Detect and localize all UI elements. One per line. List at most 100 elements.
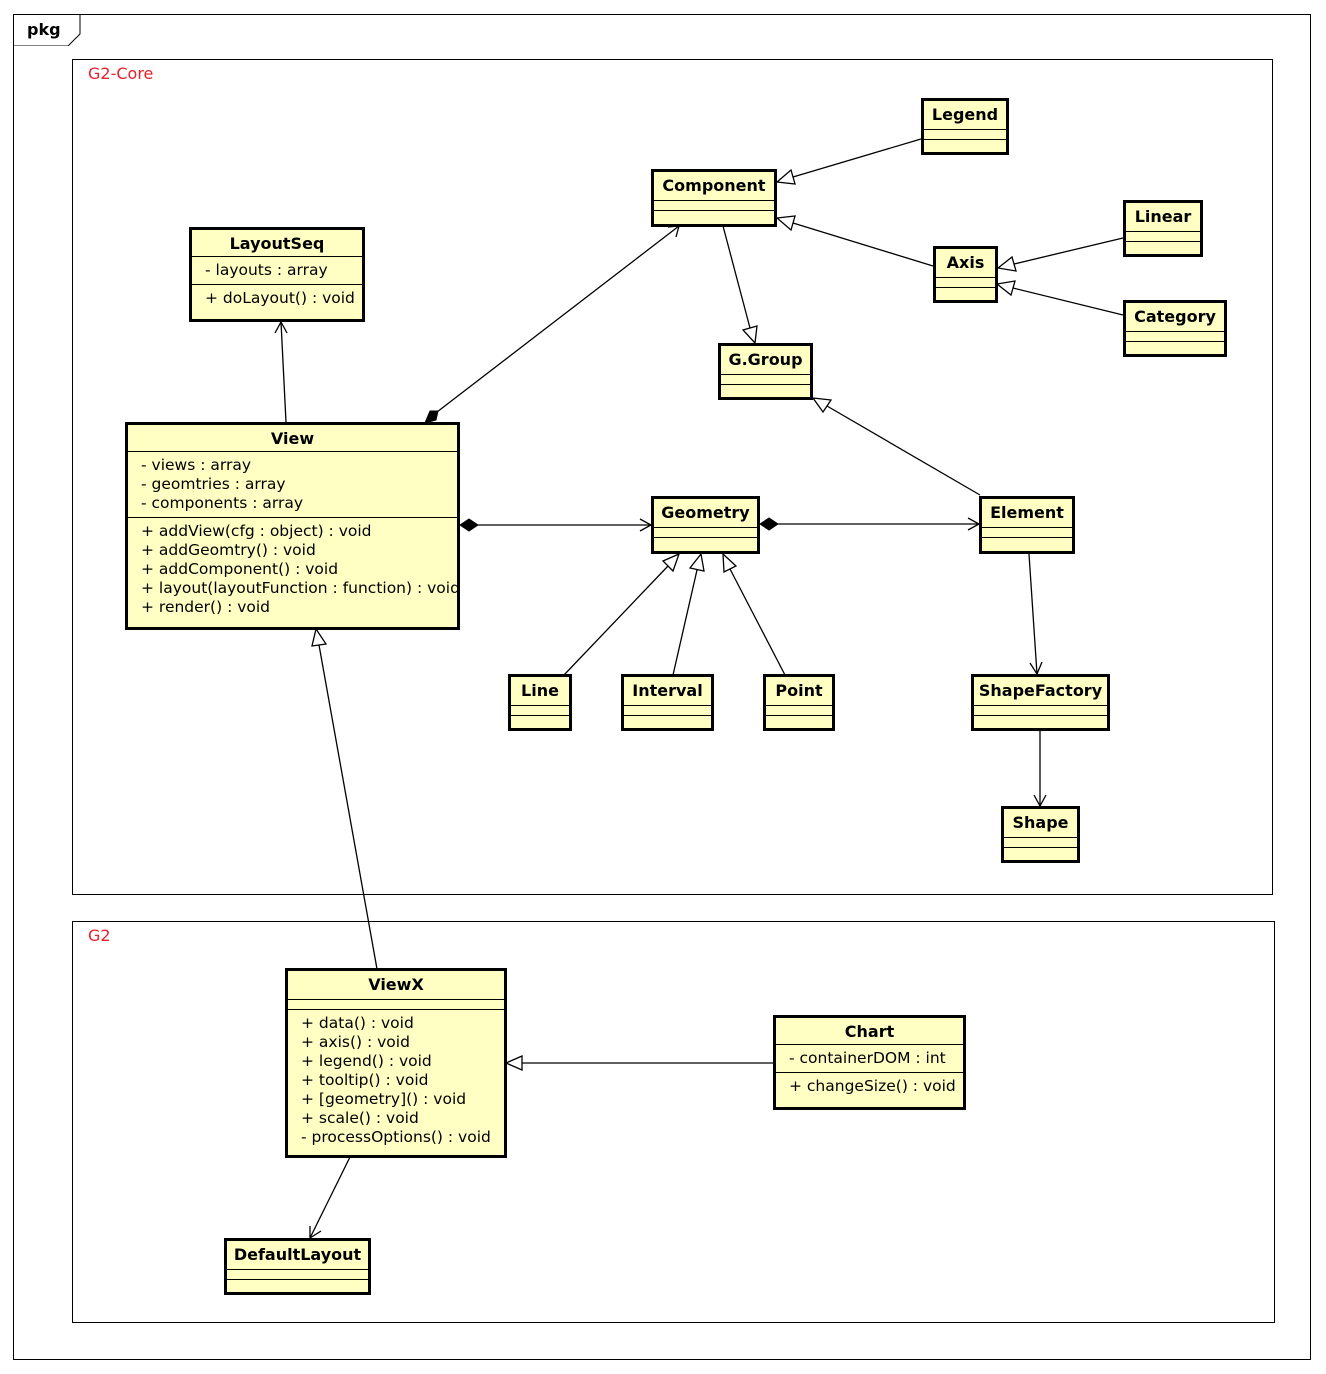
association-view-layoutseq[interactable] (274, 320, 288, 423)
operation-tooltip: + tooltip() : void (301, 1071, 429, 1089)
generalization-category-axis[interactable] (995, 280, 1124, 316)
attributes-compartment: - containerDOM : int (776, 1044, 963, 1072)
class-view[interactable]: View - views : array - geomtries : array… (125, 422, 460, 630)
operations-compartment (1126, 341, 1224, 351)
diagram-frame (13, 14, 1311, 1360)
operations-compartment (511, 715, 569, 725)
composition-geometry-element[interactable] (759, 517, 981, 531)
class-viewx[interactable]: ViewX + data() : void + axis() : void + … (285, 968, 507, 1158)
class-component[interactable]: Component (651, 169, 777, 227)
operations-compartment: + addView(cfg : object) : void + addGeom… (128, 517, 460, 621)
class-name: ViewX (368, 975, 424, 994)
association-element-shapefactory[interactable] (1028, 553, 1043, 676)
class-geometry[interactable]: Geometry (651, 496, 760, 554)
attribute-views: - views : array (141, 456, 252, 474)
attributes-compartment: - layouts : array (192, 256, 362, 284)
operation-dolayout: + doLayout() : void (205, 289, 355, 307)
attributes-compartment (288, 999, 504, 1009)
operations-compartment: + changeSize() : void (776, 1072, 963, 1100)
generalization-element-ggroup[interactable] (811, 397, 981, 496)
attributes-compartment (1004, 837, 1077, 847)
class-name: Linear (1134, 207, 1192, 226)
class-name: View (270, 429, 315, 448)
class-name: G.Group (728, 350, 803, 369)
generalization-chart-viewx[interactable] (504, 1055, 773, 1071)
class-name: LayoutSeq (229, 234, 325, 253)
operation-scale: + scale() : void (301, 1109, 419, 1127)
generalization-interval-geometry[interactable] (672, 552, 705, 676)
operation-render: + render() : void (141, 598, 271, 616)
class-line[interactable]: Line (508, 674, 572, 731)
class-interval[interactable]: Interval (621, 674, 714, 731)
generalization-linear-axis[interactable] (996, 237, 1124, 272)
class-name: Legend (931, 105, 999, 124)
operations-compartment (227, 1279, 368, 1289)
class-element[interactable]: Element (979, 496, 1075, 554)
class-name: Element (990, 503, 1064, 522)
composition-view-component[interactable] (424, 225, 680, 424)
class-shape[interactable]: Shape (1001, 806, 1080, 863)
operations-compartment (1126, 241, 1200, 251)
class-layoutseq[interactable]: LayoutSeq - layouts : array + doLayout()… (189, 227, 365, 322)
class-name: Shape (1012, 813, 1069, 832)
operation-addcomponent: + addComponent() : void (141, 560, 339, 578)
attributes-compartment (227, 1269, 368, 1279)
class-ggroup[interactable]: G.Group (718, 343, 813, 400)
attributes-compartment (624, 705, 711, 715)
attributes-compartment (511, 705, 569, 715)
class-name: Component (662, 176, 766, 195)
attributes-compartment (924, 129, 1006, 139)
attributes-compartment (982, 527, 1072, 537)
association-viewx-defaultlayout[interactable] (309, 1156, 351, 1240)
operations-compartment (1004, 847, 1077, 857)
generalization-axis-component[interactable] (775, 215, 934, 267)
class-axis[interactable]: Axis (933, 246, 998, 303)
class-name: Line (521, 681, 559, 700)
frame-label: pkg (27, 20, 61, 39)
operations-compartment: + doLayout() : void (192, 284, 362, 312)
operations-compartment (766, 715, 832, 725)
generalization-legend-component[interactable] (775, 138, 922, 185)
attribute-layouts: - layouts : array (205, 261, 328, 279)
operations-compartment (982, 537, 1072, 547)
operation-processoptions: - processOptions() : void (301, 1128, 491, 1146)
operation-addgeomtry: + addGeomtry() : void (141, 541, 316, 559)
generalization-component-ggroup[interactable] (722, 225, 758, 345)
attributes-compartment (766, 705, 832, 715)
class-defaultlayout[interactable]: DefaultLayout (224, 1238, 371, 1295)
operation-axis: + axis() : void (301, 1033, 410, 1051)
operations-compartment (624, 715, 711, 725)
attribute-components: - components : array (141, 494, 304, 512)
operations-compartment (936, 287, 995, 297)
class-category[interactable]: Category (1123, 300, 1227, 357)
attributes-compartment (721, 374, 810, 384)
generalization-line-geometry[interactable] (563, 552, 681, 676)
attributes-compartment (1126, 231, 1200, 241)
class-name: DefaultLayout (233, 1245, 362, 1264)
attributes-compartment: - views : array - geomtries : array - co… (128, 451, 457, 517)
class-shapefactory[interactable]: ShapeFactory (971, 674, 1110, 731)
operation-addview: + addView(cfg : object) : void (141, 522, 372, 540)
operations-compartment: + data() : void + axis() : void + legend… (288, 1009, 504, 1151)
class-legend[interactable]: Legend (921, 98, 1009, 155)
class-name: Point (775, 681, 823, 700)
attributes-compartment (974, 705, 1107, 715)
generalization-point-geometry[interactable] (722, 552, 786, 676)
class-point[interactable]: Point (763, 674, 835, 731)
class-linear[interactable]: Linear (1123, 200, 1203, 257)
composition-view-geometry[interactable] (459, 518, 653, 532)
class-name: Geometry (661, 503, 750, 522)
association-shapefactory-shape[interactable] (1033, 731, 1047, 808)
package-g2[interactable]: G2 (72, 921, 1275, 1323)
generalization-viewx-view[interactable] (311, 627, 378, 970)
class-chart[interactable]: Chart - containerDOM : int + changeSize(… (773, 1015, 966, 1110)
class-name: Chart (844, 1022, 895, 1041)
package-g2-core[interactable]: G2-Core (72, 59, 1273, 895)
attribute-containerdom: - containerDOM : int (789, 1049, 946, 1067)
attributes-compartment (936, 277, 995, 287)
operation-layout: + layout(layoutFunction : function) : vo… (141, 579, 460, 597)
class-name: ShapeFactory (978, 681, 1103, 700)
class-name: Axis (946, 253, 985, 272)
class-name: Category (1134, 307, 1216, 326)
